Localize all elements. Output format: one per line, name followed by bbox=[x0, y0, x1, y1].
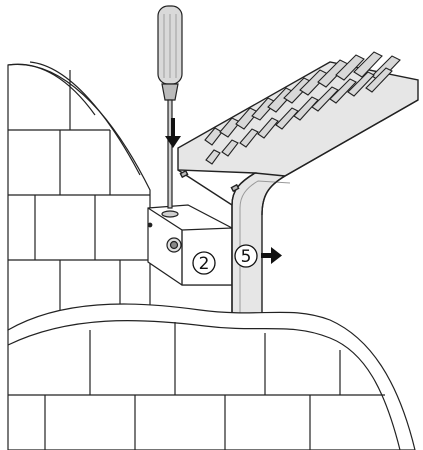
callout-step-2-label: 2 bbox=[199, 254, 210, 274]
callout-step-2: 2 bbox=[192, 251, 216, 275]
screwdriver-icon bbox=[157, 5, 183, 209]
callout-step-5: 5 bbox=[234, 244, 258, 268]
brick-wall-left bbox=[7, 61, 151, 331]
brick-wall-front bbox=[7, 303, 416, 450]
screw-hole-icon bbox=[166, 237, 182, 253]
right-arrow-icon bbox=[261, 247, 282, 264]
down-arrow-icon bbox=[165, 118, 181, 148]
device-ridges bbox=[204, 51, 401, 165]
wall-bracket bbox=[147, 204, 233, 286]
callout-step-5-label: 5 bbox=[241, 247, 252, 267]
